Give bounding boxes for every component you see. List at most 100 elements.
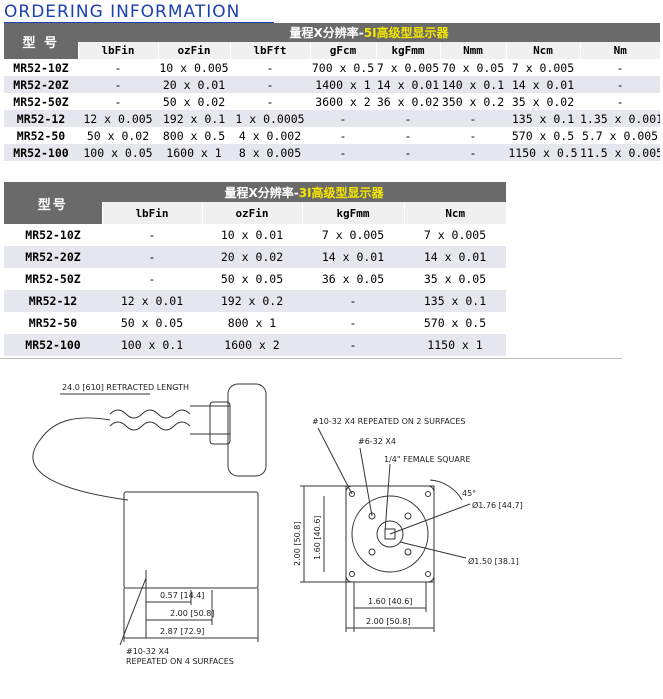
value-cell: - (78, 76, 158, 93)
value-cell: - (302, 334, 404, 356)
unit-header: ozFin (201, 202, 302, 224)
value-cell: 570 x 0.5 (423, 316, 487, 330)
value-cell: - (114, 60, 122, 75)
unit-header: Nm (579, 42, 661, 59)
value-cell: 135 x 0.1 (404, 290, 506, 312)
value-cell: 7 x 0.005 (423, 228, 487, 242)
retracted-length-label: 24.0 [610] RETRACTED LENGTH (62, 383, 189, 392)
model-cell: MR52-50Z (13, 94, 69, 109)
value-cell: 10 x 0.005 (159, 60, 229, 75)
value-cell: 800 x 0.5 (162, 128, 226, 143)
model-cell: MR52-50 (28, 316, 78, 330)
thread-6-32-note: #6-32 X4 (358, 437, 396, 446)
range-label: 量程X分辨率- (224, 185, 299, 200)
model-cell: MR52-12 (4, 110, 78, 127)
value-cell: 12 x 0.01 (102, 290, 202, 312)
coiled-cord (109, 421, 191, 431)
type-header: 型号 (4, 182, 102, 224)
value-cell: 192 x 0.1 (158, 110, 230, 127)
top-thread-note: #10-32 X4 REPEATED ON 2 SURFACES (312, 417, 465, 426)
dim-2-00: 2.00 [50.8] (170, 609, 214, 618)
value-cell: 1 x 0.0005 (230, 110, 310, 127)
horizontal-dim-1-60: 1.60 [40.6] (368, 597, 412, 606)
unit-header: gFcm (309, 42, 376, 59)
value-cell: 4 x 0.002 (238, 128, 302, 143)
value-cell: 20 x 0.01 (158, 76, 230, 93)
model-cell: MR52-100 (4, 144, 78, 161)
dimension-drawing: 24.0 [610] RETRACTED LENGTH 0.57 [14.4] … (32, 383, 523, 666)
value-cell: 7 x 0.005 (321, 228, 385, 242)
title-underline (4, 22, 274, 23)
value-cell: 3600 x 2 (315, 94, 371, 109)
value-cell: - (376, 110, 440, 127)
unit-header: Ncm (403, 202, 506, 224)
value-cell: 50 x 0.02 (162, 94, 226, 109)
value-cell: 14 x 0.01 (302, 246, 404, 268)
unit-header: kgFmm (375, 42, 440, 59)
value-cell: - (114, 94, 122, 109)
sensor-body-side (123, 491, 259, 589)
value-cell: - (310, 144, 376, 161)
model-cell: MR52-20Z (4, 246, 102, 268)
value-cell: 11.5 x 0.005 (580, 144, 661, 161)
value-cell: - (230, 76, 310, 93)
unit-header: kgFmm (301, 202, 404, 224)
value-cell: 50 x 0.05 (120, 316, 184, 330)
vertical-dim-1-60: 1.60 [40.6] (313, 516, 322, 560)
value-cell: - (580, 76, 661, 93)
value-cell: 1600 x 2 (202, 334, 302, 356)
coiled-cord (109, 409, 191, 419)
diameter-1-76: Ø1.76 [44.7] (472, 500, 523, 510)
value-cell: - (404, 128, 412, 143)
value-cell: 7 x 0.005 (511, 60, 575, 75)
value-cell: 135 x 0.1 (506, 110, 580, 127)
value-cell: 5.7 x 0.005 (581, 128, 659, 143)
outer-bolt-circle (351, 495, 429, 573)
value-cell: - (310, 110, 376, 127)
value-cell: - (148, 228, 156, 242)
model-cell: MR52-10Z (25, 228, 81, 242)
value-cell: - (469, 128, 477, 143)
value-cell: 50 x 0.05 (220, 272, 284, 286)
female-square-note: 1/4" FEMALE SQUARE (384, 455, 471, 464)
range-resolution-header: 量程X分辨率-5I高级型显示器 (78, 23, 661, 42)
value-cell: - (349, 316, 357, 330)
inner-boss (376, 520, 404, 548)
model-cell: MR52-10Z (13, 60, 69, 75)
value-cell: - (266, 94, 274, 109)
value-cell: 36 x 0.02 (376, 94, 440, 109)
angle-label: 45° (462, 489, 476, 498)
value-cell: 14 x 0.01 (376, 76, 440, 93)
model-cell: MR52-100 (4, 334, 102, 356)
range-accent: 5I高级型显示器 (363, 26, 449, 40)
value-cell: - (339, 128, 347, 143)
value-cell: 70 x 0.05 (441, 60, 505, 75)
value-cell: 1600 x 1 (158, 144, 230, 161)
value-cell: 35 x 0.05 (423, 272, 487, 286)
unit-header: lbFft (229, 42, 310, 59)
range-label: 量程X分辨率- (289, 26, 364, 40)
model-cell: MR52-12 (4, 290, 102, 312)
value-cell: 140 x 0.1 (440, 76, 506, 93)
value-cell: 1150 x 1 (404, 334, 506, 356)
value-cell: 350 x 0.2 (441, 94, 505, 109)
value-cell: 1150 x 0.5 (506, 144, 580, 161)
type-header: 型 号 (4, 23, 78, 59)
value-cell: - (376, 144, 440, 161)
model-cell: MR52-50 (16, 128, 66, 143)
value-cell: 1.35 x 0.001 (580, 110, 661, 127)
value-cell: - (440, 110, 506, 127)
female-square (384, 528, 396, 540)
bottom-thread-note-2: REPEATED ON 4 SURFACES (126, 657, 234, 666)
dim-0-57: 0.57 [14.4] (160, 591, 204, 600)
value-cell: 36 x 0.05 (321, 272, 385, 286)
